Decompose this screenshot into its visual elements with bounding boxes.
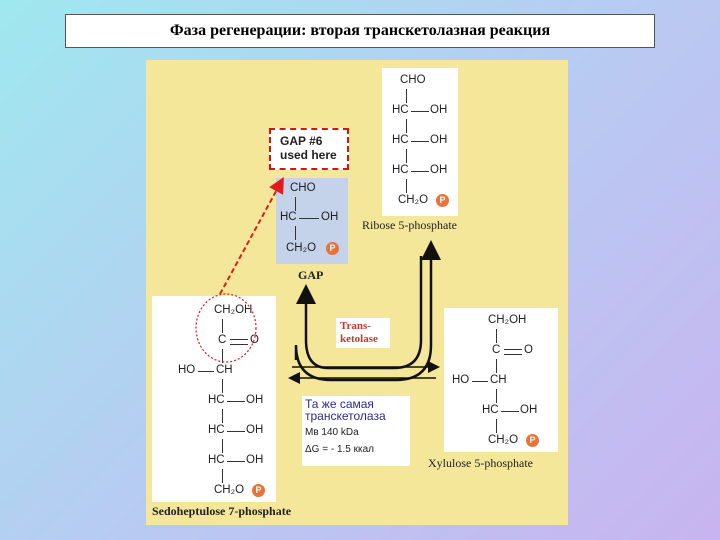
ribose-structure: CHO HC OH HC OH HC OH CH₂O P xyxy=(382,68,458,216)
sedo-oh-1: OH xyxy=(246,394,264,406)
gap6-line2: used here xyxy=(280,148,337,162)
xylu-bond xyxy=(501,411,519,412)
note-line4: ΔG = - 1.5 ккал xyxy=(305,444,375,455)
sedo-ho: HO xyxy=(178,364,196,376)
xylu-bond xyxy=(496,419,497,433)
sedo-bond xyxy=(222,469,223,483)
sedo-ch: CH xyxy=(216,364,233,376)
note-line1: Та же самая xyxy=(305,397,374,411)
xylulose-structure: CH₂OH C O HO CH HC OH CH₂O P xyxy=(444,308,558,452)
xylu-bond xyxy=(496,359,497,373)
ribose-bond xyxy=(406,89,407,103)
gap-cho: CHO xyxy=(290,182,316,194)
gap-caption: GAP xyxy=(298,268,324,282)
enzyme-line2: ketolase xyxy=(340,333,378,345)
ribose-bond xyxy=(406,149,407,163)
sedo-ch2o: CH₂O xyxy=(214,484,245,496)
gap6-line1: GAP #6 xyxy=(280,134,323,148)
reaction-arrows xyxy=(195,176,441,384)
xylu-ho: HO xyxy=(452,374,470,386)
ribose-row-1: HC xyxy=(392,104,409,116)
ribose-row-2: HC xyxy=(392,134,409,146)
xylu-ch2o: CH₂O xyxy=(488,434,519,446)
xylu-oh: OH xyxy=(520,404,538,416)
phosphate-icon: P xyxy=(526,434,539,447)
enzyme-label: Trans- ketolase xyxy=(336,318,390,348)
gap-bond xyxy=(295,197,296,211)
enzyme-line1: Trans- xyxy=(340,320,371,332)
sedo-bond xyxy=(227,431,245,432)
xylulose-caption: Xylulose 5-phosphate xyxy=(428,456,533,470)
gap-oh: OH xyxy=(321,211,339,223)
gap-ch2o: CH₂O xyxy=(286,242,317,254)
arrow-to-gap xyxy=(296,256,423,370)
ribose-bond xyxy=(411,111,429,112)
ribose-bond xyxy=(406,119,407,133)
ribose-ch2o: CH₂O xyxy=(398,194,429,206)
ribose-bond xyxy=(411,141,429,142)
xylu-bond xyxy=(496,389,497,403)
ribose-bond xyxy=(406,179,407,193)
sedo-row-2: HC xyxy=(208,424,225,436)
transketolase-note: Та же самая транскетолаза Мв 140 kDa ΔG … xyxy=(302,396,410,466)
arrow-to-ribose xyxy=(294,240,441,382)
gap-hc: HC xyxy=(280,211,297,223)
xylu-double-bond xyxy=(504,349,522,355)
sedo-bond xyxy=(227,401,245,402)
xylu-hc: HC xyxy=(482,404,499,416)
phosphate-icon: P xyxy=(436,194,449,207)
sedo-bond xyxy=(227,461,245,462)
red-dashed-arrow xyxy=(219,176,284,295)
sedo-c: C xyxy=(218,334,227,346)
ribose-oh-3: OH xyxy=(430,164,448,176)
xylu-ch: CH xyxy=(490,374,507,386)
xylu-bond xyxy=(496,329,497,343)
note-line3: Мв 140 kDa xyxy=(305,427,359,438)
phosphate-icon: P xyxy=(326,242,339,255)
ribose-caption: Ribose 5-phosphate xyxy=(362,218,457,232)
ribose-bond xyxy=(411,171,429,172)
ribose-oh-2: OH xyxy=(430,134,448,146)
gap-bond xyxy=(295,226,296,240)
xylu-o: O xyxy=(524,344,533,356)
sedo-bond xyxy=(198,371,214,372)
sedo-bond xyxy=(222,349,223,363)
gap-structure: CHO HC OH CH₂O P xyxy=(276,178,348,264)
sedo-row-3: HC xyxy=(208,454,225,466)
sedo-oh-2: OH xyxy=(246,424,264,436)
xylu-c: C xyxy=(492,344,501,356)
note-line2: транскетолаза xyxy=(305,409,386,423)
sedo-bond xyxy=(222,409,223,423)
sedo-ch2oh: CH₂OH xyxy=(214,304,253,316)
sedo-double-bond xyxy=(230,339,248,345)
phosphate-icon: P xyxy=(252,484,265,497)
gap6-label: GAP #6 used here xyxy=(269,128,349,170)
ribose-row-3: HC xyxy=(392,164,409,176)
sedo-bond xyxy=(222,319,223,333)
gap-bond xyxy=(299,218,319,219)
sedo-bond xyxy=(222,379,223,393)
sedo-bond xyxy=(222,439,223,453)
slide-title: Фаза регенерации: вторая транскетолазная… xyxy=(65,14,655,48)
sedo-row-1: HC xyxy=(208,394,225,406)
highlight-circle xyxy=(195,293,257,363)
reaction-panel: CHO HC OH HC OH HC OH CH₂O P Ribose 5-ph… xyxy=(146,60,568,525)
sedoheptulose-caption: Sedoheptulose 7-phosphate xyxy=(152,504,292,518)
ribose-oh-1: OH xyxy=(430,104,448,116)
xylu-bond xyxy=(472,381,488,382)
sedo-oh-3: OH xyxy=(246,454,264,466)
ribose-cho: CHO xyxy=(400,74,426,86)
xylu-ch2oh: CH₂OH xyxy=(488,314,527,326)
